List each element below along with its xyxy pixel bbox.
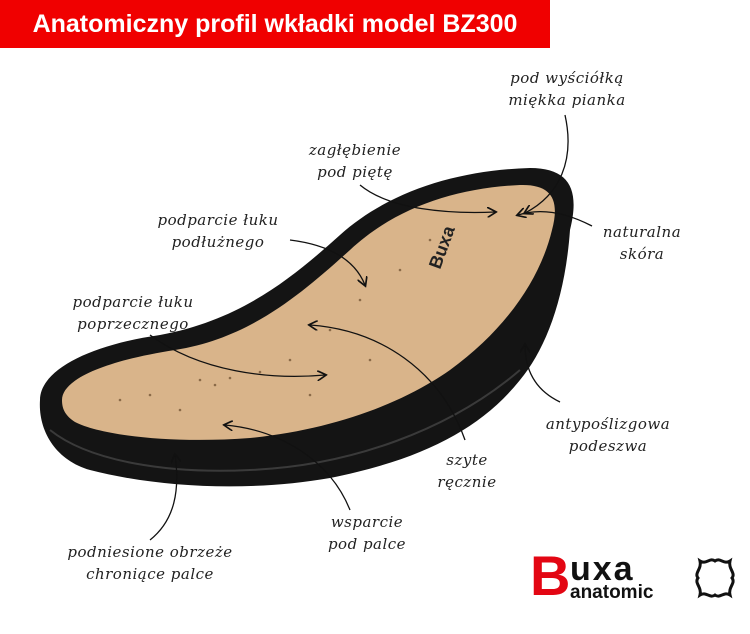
insole	[62, 184, 555, 440]
leather-hide-icon	[695, 557, 735, 599]
title-banner: Anatomiczny profil wkładki model BZ300	[0, 0, 550, 48]
buxa-logo: B uxa anatomic	[530, 548, 740, 608]
callout-arrows	[149, 114, 593, 541]
perforation-dots	[118, 238, 432, 412]
sole-stitch	[49, 369, 521, 472]
